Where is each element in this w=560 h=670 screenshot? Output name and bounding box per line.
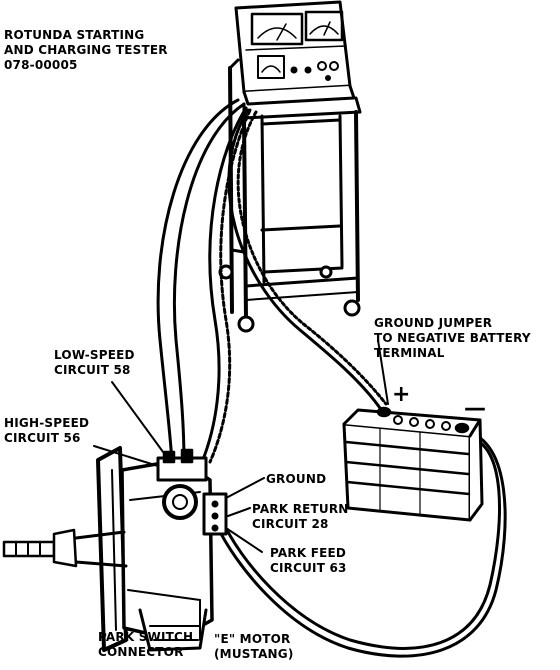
park-return-label: PARK RETURN CIRCUIT 28 <box>252 502 349 532</box>
positive-sign: + <box>392 382 411 407</box>
ground-jumper-line: TERMINAL <box>374 346 445 360</box>
park-feed-label: PARK FEED CIRCUIT 63 <box>270 546 347 576</box>
negative-terminal-icon <box>454 422 470 434</box>
e-motor-label: "E" MOTOR (MUSTANG) <box>214 632 294 662</box>
e-motor-line: "E" MOTOR <box>214 632 291 646</box>
high-speed-label: HIGH-SPEED CIRCUIT 56 <box>4 416 89 446</box>
low-speed-line: LOW-SPEED <box>54 348 135 362</box>
caster-icon <box>343 299 361 317</box>
low-speed-line: CIRCUIT 58 <box>54 363 131 377</box>
tester-unit <box>218 0 362 333</box>
park-return-line: PARK RETURN <box>252 502 349 516</box>
park-switch-label: PARK SWITCH CONNECTOR <box>98 630 193 660</box>
tester-part-number: 078-00005 <box>4 58 78 72</box>
tester-label-line: AND CHARGING TESTER <box>4 43 168 57</box>
wiper-motor <box>2 446 228 652</box>
ground-label: GROUND <box>266 472 326 487</box>
park-switch-line: CONNECTOR <box>98 645 184 659</box>
caster-icon <box>319 265 333 279</box>
ground-jumper-line: GROUND JUMPER <box>374 316 493 330</box>
ground-line: GROUND <box>266 472 327 486</box>
meter-icon <box>250 12 304 46</box>
positive-terminal-icon <box>376 406 392 418</box>
park-return-line: CIRCUIT 28 <box>252 517 329 531</box>
low-speed-label: LOW-SPEED CIRCUIT 58 <box>54 348 135 378</box>
caster-icon <box>237 315 255 333</box>
leader-lines <box>93 339 389 641</box>
tester-label-line: ROTUNDA STARTING <box>4 28 145 42</box>
high-speed-line: HIGH-SPEED <box>4 416 90 430</box>
park-switch-line: PARK SWITCH <box>98 630 194 644</box>
test-leads <box>156 98 507 658</box>
e-motor-line: (MUSTANG) <box>214 647 294 661</box>
motor-can-icon <box>162 484 198 520</box>
ground-jumper-label: GROUND JUMPER TO NEGATIVE BATTERY TERMIN… <box>374 316 531 361</box>
ground-jumper-line: TO NEGATIVE BATTERY <box>374 331 531 345</box>
tester-label: ROTUNDA STARTING AND CHARGING TESTER 078… <box>4 28 168 73</box>
meter-icon <box>304 10 344 42</box>
park-feed-line: CIRCUIT 63 <box>270 561 347 575</box>
battery <box>342 406 484 522</box>
high-speed-line: CIRCUIT 56 <box>4 431 81 445</box>
negative-sign: — <box>464 396 486 421</box>
park-feed-line: PARK FEED <box>270 546 347 560</box>
